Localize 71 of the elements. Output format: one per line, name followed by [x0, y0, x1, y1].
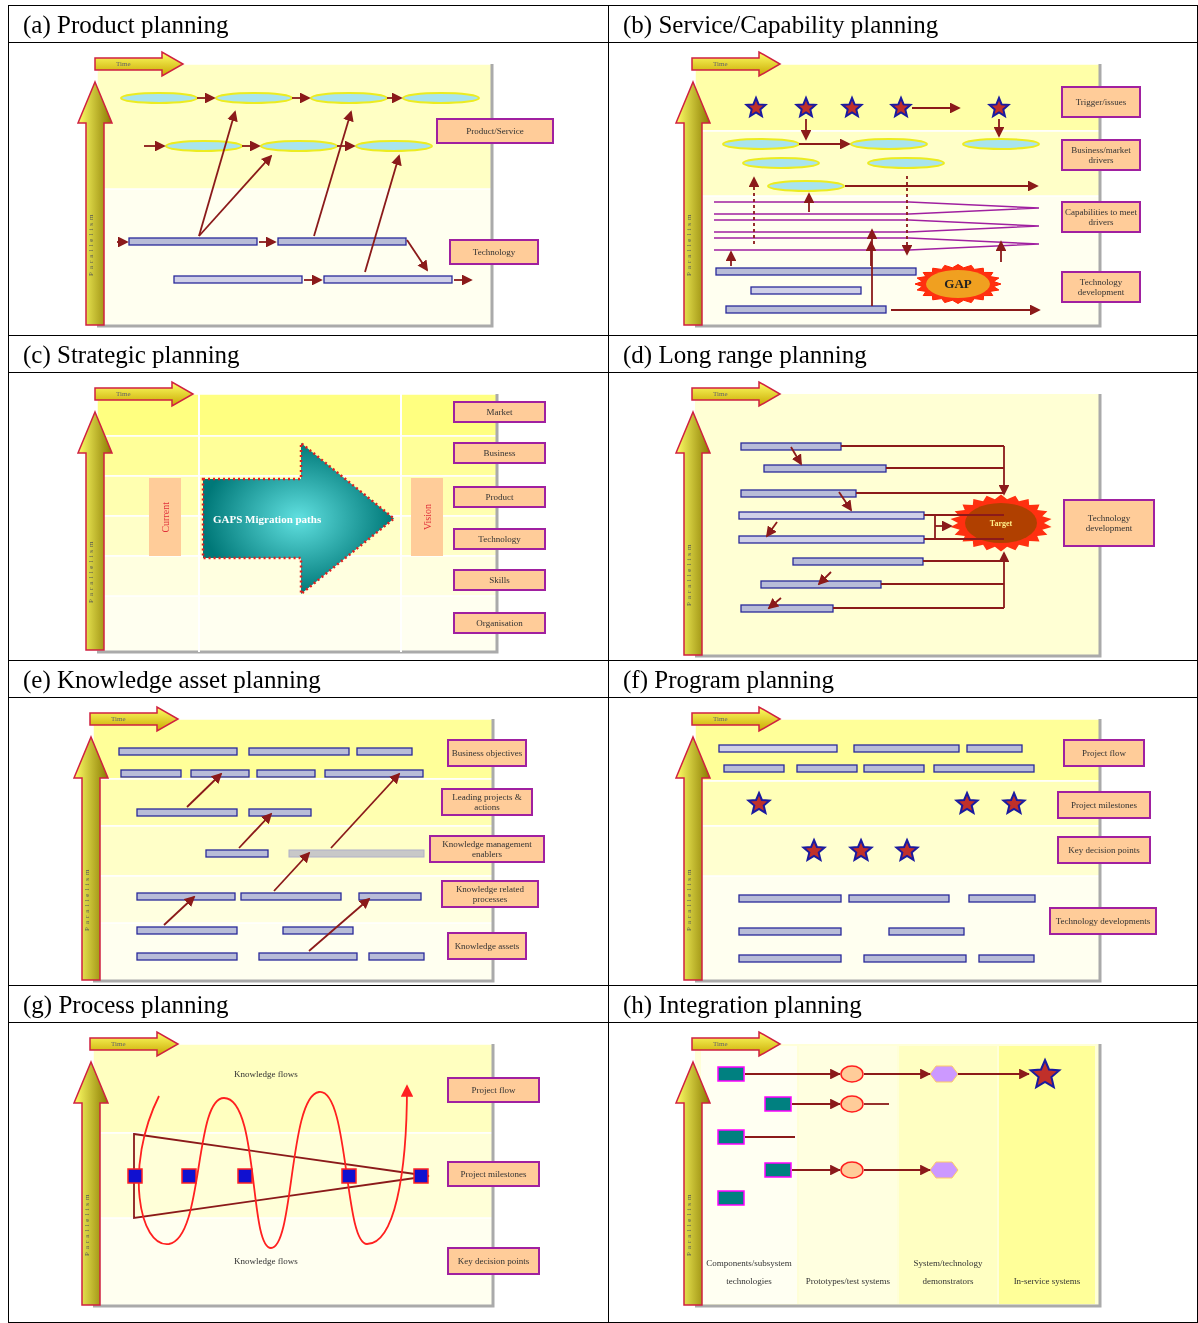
layer-label: Market	[453, 401, 546, 423]
layer-label: Capabilities to meet drivers	[1061, 201, 1141, 233]
star-marker	[1029, 1059, 1061, 1089]
system-box	[764, 1096, 792, 1112]
circle-marker	[840, 1161, 864, 1179]
panel-title: (c) Strategic planning	[9, 336, 608, 373]
panel-title: (h) Integration planning	[609, 986, 1197, 1023]
layer-label: Skills	[453, 569, 546, 591]
layer-label: Knowledge assets	[447, 932, 527, 960]
roadmap-panel	[608, 335, 1198, 661]
connector-line	[863, 1103, 890, 1105]
layer-label: Project flow	[1063, 739, 1145, 767]
layer-label: Knowledge related processes	[441, 880, 539, 908]
connector-arrow	[791, 1098, 841, 1110]
panel-title: (g) Process planning	[9, 986, 608, 1023]
connector-arrow	[863, 1164, 931, 1176]
system-box	[717, 1190, 745, 1206]
layer-label: Business/market drivers	[1061, 139, 1141, 171]
stage-column: In-service systems	[999, 1046, 1095, 1304]
layer-label: Trigger/issues	[1061, 86, 1141, 118]
layer-label: Project flow	[447, 1077, 540, 1103]
layer-label: Product	[453, 486, 546, 508]
panel-title: (a) Product planning	[9, 6, 608, 43]
circle-marker	[840, 1095, 864, 1113]
stage-column: Components/subsystem technologies	[701, 1046, 797, 1304]
panel-title: (f) Program planning	[609, 661, 1197, 698]
system-box	[717, 1066, 745, 1082]
migration-shape: GAPS Migration paths	[201, 441, 396, 596]
layer-label: Key decision points	[1057, 836, 1151, 864]
target-burst: Target	[949, 494, 1053, 552]
layer-label: Business	[453, 442, 546, 464]
layer-label: Knowledge management enablers	[429, 835, 545, 863]
flow-label: Knowledge flows	[234, 1256, 298, 1266]
state-label: Vision	[411, 478, 443, 556]
gap-burst: GAP	[914, 264, 1002, 304]
layer-label: Technology developments	[1049, 907, 1157, 935]
layer-label: Technology	[453, 528, 546, 550]
flow-label: Knowledge flows	[234, 1069, 298, 1079]
layer-label: Business objectives	[447, 739, 527, 767]
layer-label: Project milestones	[1057, 791, 1151, 819]
panel-title: (b) Service/Capability planning	[609, 6, 1197, 43]
stage-column: System/technology demonstrators	[899, 1046, 997, 1304]
roadmap-panel	[608, 5, 1198, 336]
stage-column: Prototypes/test systems	[799, 1046, 897, 1304]
hexagon-marker	[930, 1162, 958, 1178]
panel-title: (e) Knowledge asset planning	[9, 661, 608, 698]
roadmap-panel	[8, 985, 609, 1323]
layer-label: Key decision points	[447, 1247, 540, 1275]
layer-label: Organisation	[453, 612, 546, 634]
connector-line	[744, 1136, 796, 1138]
hexagon-marker	[930, 1066, 958, 1082]
layer-label: Technology development	[1063, 499, 1155, 547]
roadmap-panel	[608, 660, 1198, 986]
system-box	[717, 1129, 745, 1145]
connector-arrow	[791, 1164, 841, 1176]
roadmap-panel	[8, 335, 609, 661]
roadmap-panel	[8, 5, 609, 336]
panel-title: (d) Long range planning	[609, 336, 1197, 373]
layer-label: Technology	[449, 239, 539, 265]
layer-label: Leading projects & actions	[441, 788, 533, 816]
connector-arrow	[957, 1068, 1030, 1080]
roadmap-panel	[608, 985, 1198, 1323]
layer-label: Technology development	[1061, 271, 1141, 303]
connector-arrow	[863, 1068, 931, 1080]
circle-marker	[840, 1065, 864, 1083]
state-label: Current	[149, 478, 181, 556]
system-box	[764, 1162, 792, 1178]
roadmap-panel	[8, 660, 609, 986]
layer-label: Product/Service	[436, 118, 554, 144]
layer-label: Project milestones	[447, 1161, 540, 1187]
connector-arrow	[744, 1068, 841, 1080]
